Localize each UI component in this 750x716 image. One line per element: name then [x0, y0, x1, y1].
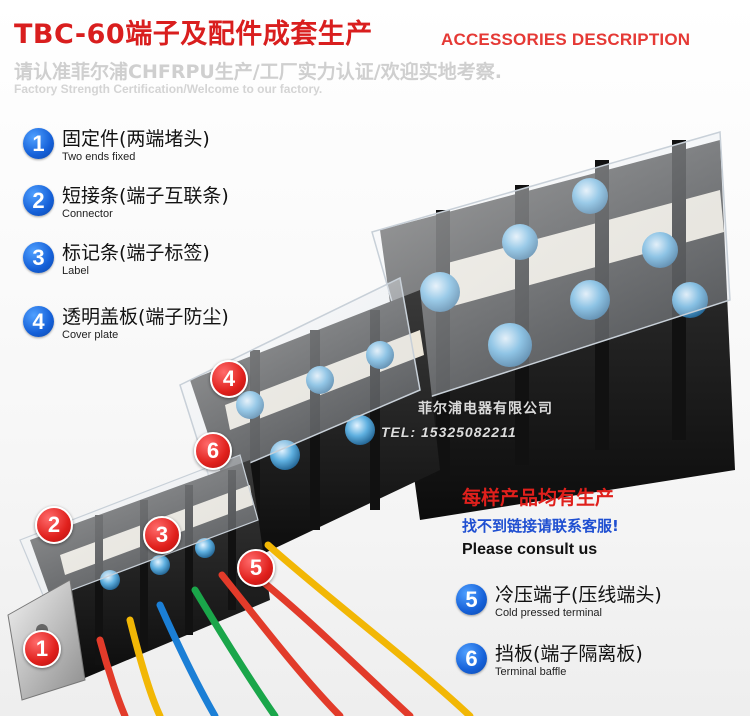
- subtitle-english: Factory Strength Certification/Welcome t…: [14, 82, 323, 96]
- legend-number-badge: 3: [23, 242, 54, 273]
- legend-label-en: Two ends fixed: [62, 151, 136, 163]
- legend-label-en: Terminal baffle: [495, 666, 567, 678]
- callout-1-badge: 1: [23, 630, 61, 668]
- promo-contact-customer-service: 找不到链接请联系客服!: [462, 517, 619, 535]
- legend-label-cn: 短接条(端子互联条): [62, 185, 229, 207]
- callout-3-badge: 3: [143, 516, 181, 554]
- legend-label-en: Cover plate: [62, 329, 119, 341]
- legend-number-badge: 4: [23, 306, 54, 337]
- legend-item-4: 4 透明盖板(端子防尘) Cover plate: [23, 306, 229, 342]
- legend-item-6: 6 挡板(端子隔离板) Terminal baffle: [456, 643, 643, 679]
- callout-4-badge: 4: [210, 360, 248, 398]
- small-terminal-block: [19, 454, 270, 680]
- legend-label-en: Connector: [62, 208, 113, 220]
- legend-label-cn: 标记条(端子标签): [62, 242, 210, 264]
- legend-item-2: 2 短接条(端子互联条) Connector: [23, 185, 229, 221]
- terminal-block-illustration: [7, 131, 735, 716]
- watermark-company-name: 菲尔浦电器有限公司: [418, 401, 553, 417]
- watermark-telephone: TEL: 15325082211: [381, 424, 517, 440]
- accessories-description-heading: ACCESSORIES DESCRIPTION: [441, 30, 691, 49]
- legend-number-badge: 1: [23, 128, 54, 159]
- legend-number-badge: 5: [456, 584, 487, 615]
- legend-label-cn: 冷压端子(压线端头): [495, 584, 662, 606]
- legend-label-cn: 透明盖板(端子防尘): [62, 306, 229, 328]
- legend-label-cn: 固定件(两端堵头): [62, 128, 210, 150]
- callout-5-badge: 5: [237, 549, 275, 587]
- legend-item-5: 5 冷压端子(压线端头) Cold pressed terminal: [456, 584, 662, 620]
- legend-item-1: 1 固定件(两端堵头) Two ends fixed: [23, 128, 210, 164]
- callout-2-badge: 2: [35, 506, 73, 544]
- subtitle-chinese: 请认准菲尔浦CHFRPU生产/工厂实力认证/欢迎实地考察.: [14, 61, 502, 83]
- legend-label-en: Cold pressed terminal: [495, 607, 602, 619]
- promo-please-consult: Please consult us: [462, 541, 598, 558]
- promo-every-product-produced: 每样产品均有生产: [462, 487, 615, 509]
- legend-number-badge: 2: [23, 185, 54, 216]
- legend-label-cn: 挡板(端子隔离板): [495, 643, 643, 665]
- page-title: TBC-60端子及配件成套生产: [14, 19, 373, 50]
- legend-item-3: 3 标记条(端子标签) Label: [23, 242, 210, 278]
- legend-label-en: Label: [62, 265, 89, 277]
- callout-6-badge: 6: [194, 432, 232, 470]
- legend-number-badge: 6: [456, 643, 487, 674]
